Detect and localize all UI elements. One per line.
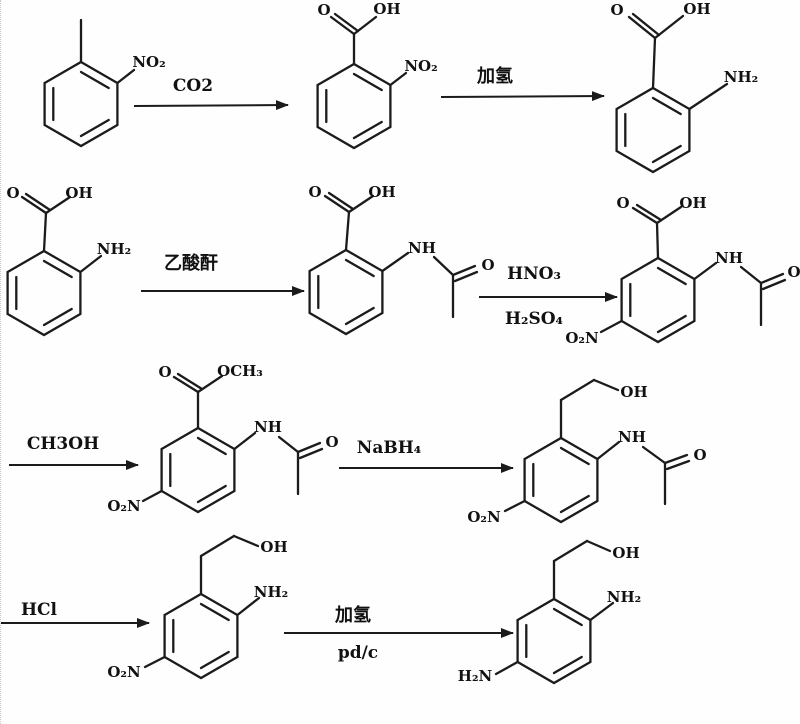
- reaction-arrow-4: HNO₃ H₂SO₄: [479, 264, 618, 329]
- benzene-ring: [6, 249, 82, 337]
- reagent-label: 乙酸酐: [164, 252, 218, 274]
- amide-o-label: O: [325, 433, 338, 451]
- amide-nh-label: NH: [254, 418, 282, 436]
- nitro-label: O₂N: [107, 497, 141, 515]
- amino-label: NH₂: [607, 588, 641, 606]
- amino-label: NH₂: [97, 240, 131, 258]
- amide-o-label: O: [481, 256, 494, 274]
- nitro-bond: [143, 655, 166, 669]
- hydroxyl-label: OH: [620, 383, 647, 401]
- structure-methyl-ester: O OCH₃ NH O O₂N: [107, 362, 338, 515]
- amide-nh-label: NH: [408, 239, 436, 257]
- benzene-ring: [163, 592, 239, 680]
- carbonyl-o-label: O: [6, 184, 19, 202]
- structure-nitrotoluene: NO₂: [43, 18, 166, 148]
- amide-nh-label: NH: [618, 428, 646, 446]
- nitro-label: O₂N: [467, 508, 501, 526]
- ester-group: O OCH₃: [158, 362, 263, 430]
- reagent-label: HCl: [21, 600, 58, 620]
- nitro-label: NO₂: [404, 57, 437, 75]
- structure-nitrobenzoic-acid: O OH NO₂: [316, 0, 438, 150]
- hydroxyl-label: OH: [373, 0, 400, 18]
- amide-o-label: O: [787, 263, 800, 281]
- amino-label: NH₂: [254, 583, 288, 601]
- carboxyl-group: O OH: [6, 184, 93, 253]
- hydroxyl-label: OH: [679, 194, 706, 212]
- methoxy-label: OCH₃: [217, 362, 263, 380]
- carboxyl-group: O OH: [308, 183, 396, 252]
- amino-bond: [589, 601, 615, 622]
- nitro-label: O₂N: [565, 329, 599, 347]
- hydroxyl-label: OH: [65, 184, 92, 202]
- reagent-above-label: HNO₃: [507, 264, 561, 284]
- benzene-ring: [316, 62, 392, 150]
- carboxyl-group: O OH: [616, 194, 707, 260]
- reaction-arrow-2: 加氢: [440, 65, 605, 102]
- carbonyl-o-label: O: [158, 363, 171, 381]
- benzene-ring: [615, 86, 691, 174]
- structure-acetylanthranilic-acid: O OH NH O: [308, 183, 495, 336]
- nitro-bond: [503, 499, 526, 513]
- carbonyl-o-label: O: [317, 1, 330, 19]
- reaction-arrow-3: 乙酸酐: [141, 252, 305, 296]
- reagent-below-label: pd/c: [338, 643, 378, 663]
- hydroxyl-label: OH: [612, 544, 639, 562]
- benzene-ring: [516, 597, 592, 685]
- amino-bond-2: [494, 660, 519, 676]
- benzene-ring: [523, 436, 599, 524]
- benzene-ring: [308, 248, 384, 336]
- benzene-ring: [43, 60, 119, 148]
- hydroxyl-label: OH: [368, 183, 395, 201]
- amino-bond: [79, 254, 103, 274]
- amide-nh-label: NH: [715, 249, 743, 267]
- nitro-bond: [599, 319, 623, 334]
- nitro-bond: [141, 489, 163, 503]
- benzene-ring: [620, 256, 696, 344]
- reagent-label: 加氢: [476, 65, 513, 87]
- hydroxyl-label: OH: [260, 538, 287, 556]
- acetamido-group: NH O: [596, 428, 707, 506]
- carbonyl-o-label: O: [610, 1, 623, 19]
- hydroxyethyl-chain: OH: [552, 539, 640, 601]
- structure-amino-nitrophenyl-ethanol: OH NH₂ O₂N: [107, 534, 288, 681]
- hydroxyl-label: OH: [683, 0, 710, 18]
- reaction-arrow-6: NaBH₄: [339, 438, 514, 473]
- acetamido-group: NH O: [381, 239, 495, 319]
- reaction-arrow-8: 加氢 pd/c: [284, 604, 514, 663]
- amino-label: NH₂: [724, 68, 758, 86]
- reaction-arrow-5: CH3OH: [9, 434, 139, 470]
- structure-acetamido-nitrophenyl-ethanol: OH NH O O₂N: [467, 378, 707, 526]
- reagent-label: CO2: [173, 76, 213, 96]
- structure-anthranilic-acid-2: O OH NH₂: [6, 184, 131, 337]
- amino-bond: [236, 596, 261, 617]
- reaction-arrow-7: HCl: [1, 600, 150, 628]
- reagent-label: CH3OH: [27, 434, 99, 454]
- amino-bond: [688, 82, 729, 111]
- nitro-bond: [389, 71, 408, 87]
- acetamido-group: NH O: [233, 418, 339, 496]
- reagent-above-label: 加氢: [334, 604, 371, 626]
- structure-anthranilic-acid: O OH NH₂: [610, 0, 758, 174]
- carboxyl-group: O OH: [610, 0, 711, 90]
- reagent-label: NaBH₄: [357, 438, 421, 458]
- nitro-bond: [116, 68, 136, 85]
- hydroxyethyl-chain: OH: [199, 534, 288, 596]
- amide-o-label: O: [693, 446, 706, 464]
- reaction-arrow-1: CO2: [133, 76, 289, 111]
- nitro-label: O₂N: [107, 663, 141, 681]
- structure-diaminophenyl-ethanol: OH NH₂ H₂N: [458, 539, 641, 685]
- reagent-below-label: H₂SO₄: [505, 309, 563, 329]
- carbonyl-o-label: O: [308, 183, 321, 201]
- hydroxyethyl-chain: OH: [559, 378, 648, 440]
- structure-acetamido-nitrobenzoic-acid: O OH NH O O₂N: [565, 194, 800, 347]
- nitro-label: NO₂: [132, 53, 165, 71]
- amino-label-2: H₂N: [458, 667, 493, 685]
- acetamido-group: NH O: [693, 249, 800, 327]
- carboxyl-group: O OH: [317, 0, 401, 66]
- benzene-ring: [160, 426, 236, 514]
- carbonyl-o-label: O: [616, 194, 629, 212]
